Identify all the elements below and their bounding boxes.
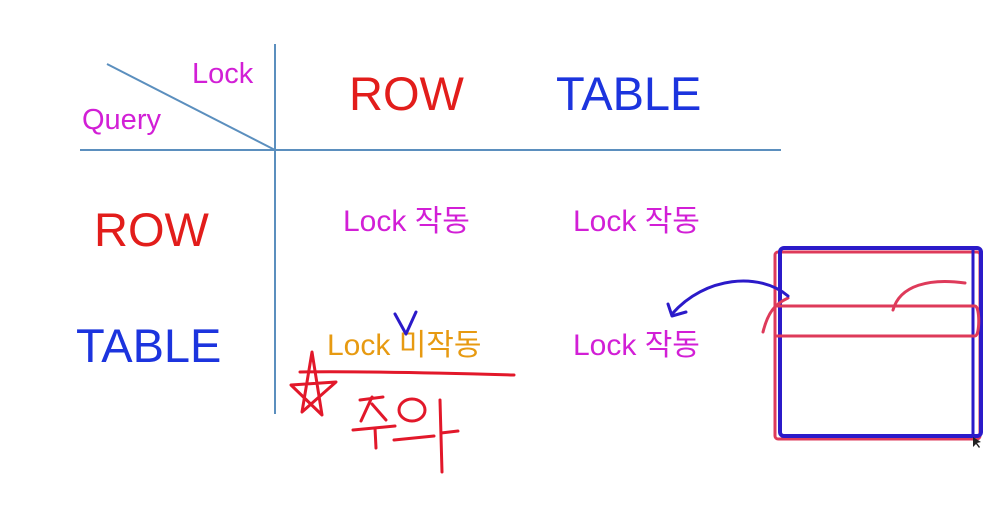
corner-lock-label: Lock: [192, 58, 254, 90]
row-header-table: TABLE: [76, 319, 222, 372]
red-underline: [298, 370, 516, 377]
curved-arrow-icon: [670, 279, 790, 316]
cursor-icon: [973, 437, 981, 448]
cell-row-row: Lock 작동: [343, 205, 470, 238]
column-header-row: ROW: [349, 67, 464, 120]
red-star-icon: [289, 350, 338, 417]
pink-curl-right: [891, 279, 967, 312]
blue-box: [778, 246, 983, 438]
column-header-table: TABLE: [556, 67, 702, 120]
cell-row-table: Lock 작동: [573, 205, 700, 238]
pink-band: [776, 304, 981, 338]
corner-diagonal: [106, 63, 276, 151]
pink-curl-left: [761, 296, 790, 334]
cell-table-table: Lock 작동: [573, 329, 700, 362]
check-mark-icon: [393, 310, 418, 336]
cell-table-row: Lock 미작동: [327, 329, 482, 362]
corner-query-label: Query: [82, 104, 161, 136]
handwritten-note-caution: 주의: [351, 395, 460, 474]
row-header-row: ROW: [94, 203, 209, 256]
